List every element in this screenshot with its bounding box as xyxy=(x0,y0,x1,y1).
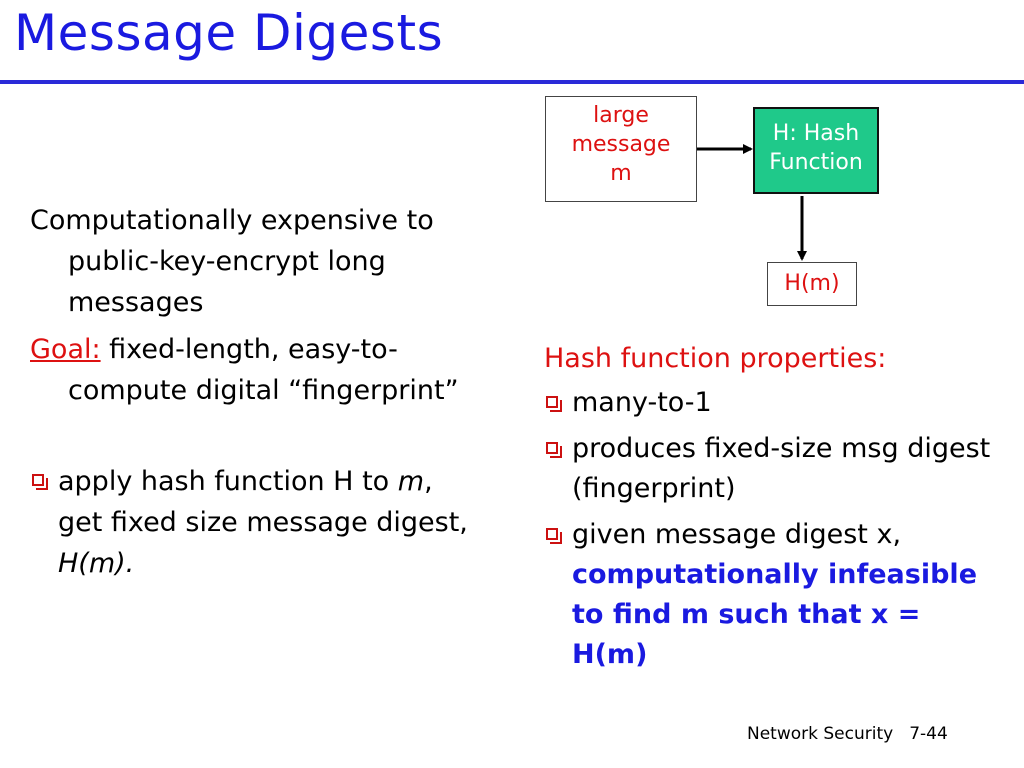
property-text: produces fixed-size msg digest (fingerpr… xyxy=(572,433,991,504)
left-bullet-item: apply hash function H to m, get fixed si… xyxy=(30,461,470,584)
square-bullet-icon xyxy=(546,396,562,412)
hash-box-line: Function xyxy=(769,150,863,175)
property-item: given message digest x, computationally … xyxy=(544,515,1004,675)
intro-paragraph: Computationally expensive to public-key-… xyxy=(30,205,434,318)
digest-output-box: H(m) xyxy=(767,262,857,306)
property-text: given message digest x, computationally … xyxy=(572,515,1004,675)
page-number: 7-44 xyxy=(909,724,948,744)
bullet-text-italic-hm: H(m) xyxy=(58,548,126,579)
bullet-text-period: . xyxy=(125,548,135,579)
left-bullet-text: apply hash function H to m, get fixed si… xyxy=(58,461,470,584)
right-column: Hash function properties: many-to-1 prod… xyxy=(544,339,1004,681)
properties-heading: Hash function properties: xyxy=(544,343,887,374)
large-message-box: large message m xyxy=(545,96,697,202)
hash-box-line: H: Hash xyxy=(772,121,860,146)
hash-function-box: H: Hash Function xyxy=(753,107,879,194)
footer-label: Network Security xyxy=(747,724,894,744)
title-divider xyxy=(0,80,1024,84)
property-text-emphasis: computationally infeasible to find m suc… xyxy=(572,559,977,670)
bullet-text-italic-m: m xyxy=(397,466,425,497)
message-box-line: large xyxy=(593,103,649,128)
goal-text: fixed-length, easy-to-compute digital “f… xyxy=(68,334,459,406)
square-bullet-icon xyxy=(546,528,562,544)
slide-title: Message Digests xyxy=(14,4,444,62)
square-bullet-icon xyxy=(32,474,48,490)
slide-footer: Network Security 7-44 xyxy=(747,724,948,744)
bullet-text-part: , get fixed size message digest, xyxy=(58,466,468,538)
goal-label: Goal: xyxy=(30,334,101,365)
message-box-line: message xyxy=(571,132,671,157)
square-bullet-icon xyxy=(546,442,562,458)
property-item: many-to-1 xyxy=(544,383,1004,423)
message-box-line: m xyxy=(610,161,632,186)
left-column: Computationally expensive to public-key-… xyxy=(30,200,470,584)
goal-paragraph: Goal: fixed-length, easy-to-compute digi… xyxy=(30,329,470,411)
property-text: many-to-1 xyxy=(572,387,712,418)
property-text-plain: given message digest x, xyxy=(572,519,902,550)
property-item: produces fixed-size msg digest (fingerpr… xyxy=(544,429,1004,509)
bullet-text-part: apply hash function H to xyxy=(58,466,398,497)
